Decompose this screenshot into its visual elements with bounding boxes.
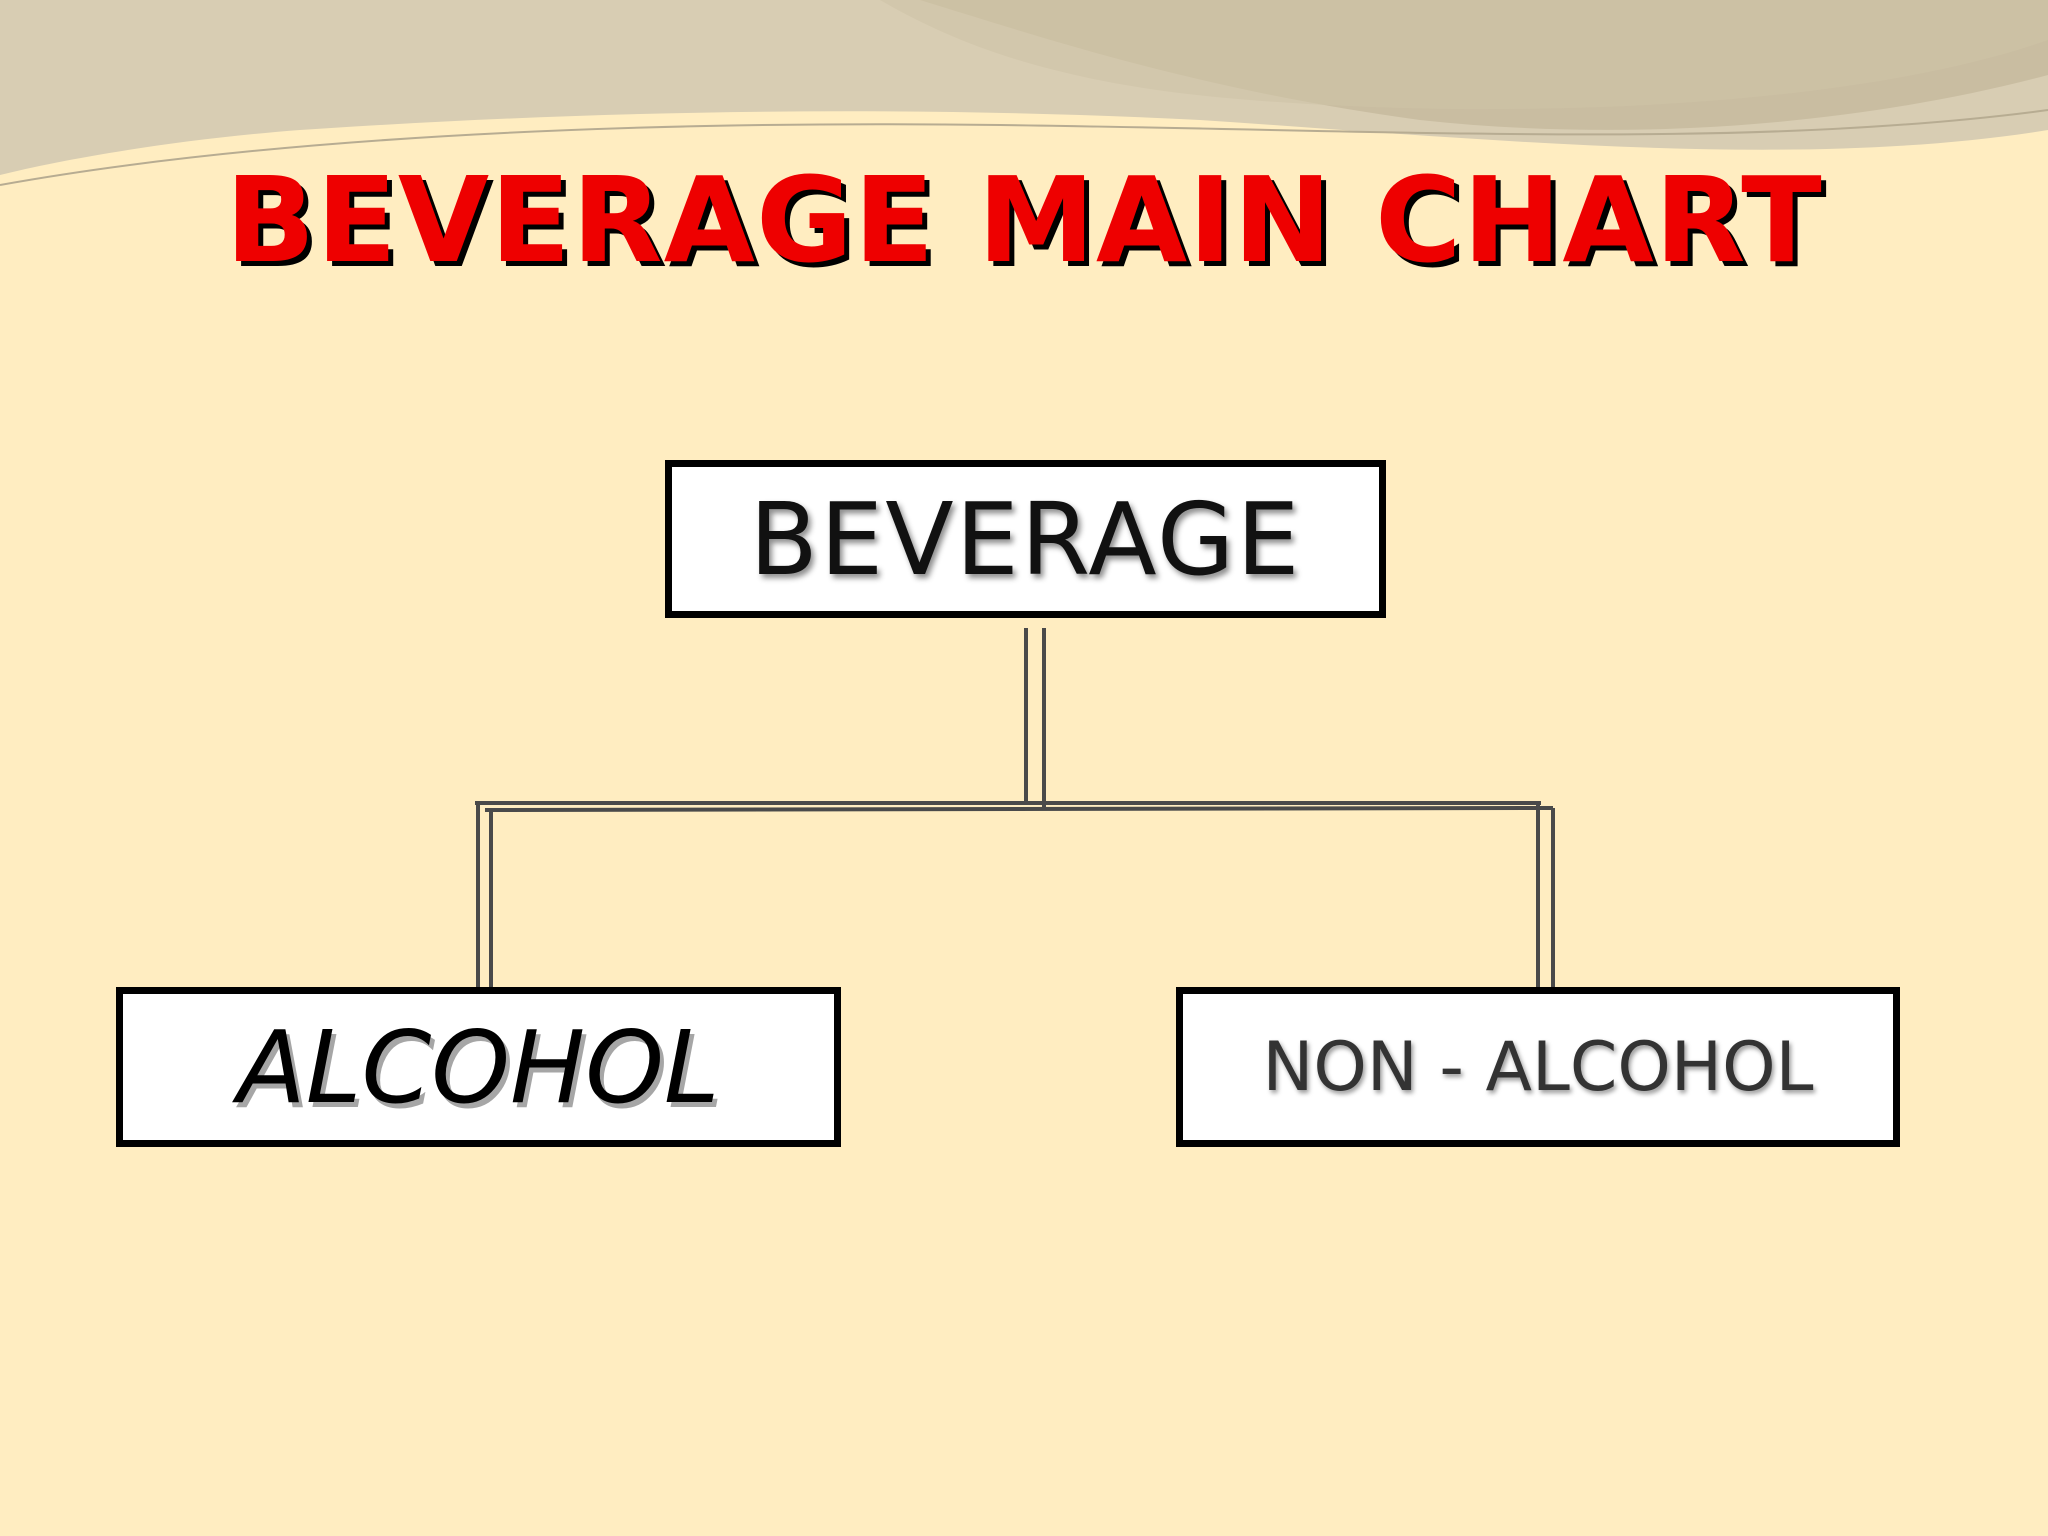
header-wave-decoration [0,0,2048,186]
node-alcohol-label: ALCOHOL [237,1008,720,1126]
node-non-alcohol-label: NON - ALCOHOL [1262,1027,1814,1107]
page-title: BEVERAGE MAIN CHART [225,151,1823,289]
wave-line [0,109,2048,186]
node-beverage: BEVERAGE [665,460,1386,618]
wave-band-light [0,0,2048,110]
node-alcohol: ALCOHOL [116,987,841,1147]
connector-horizontal-b [484,806,1554,812]
node-non-alcohol: NON - ALCOHOL [1176,987,1900,1147]
node-beverage-label: BEVERAGE [749,480,1302,598]
